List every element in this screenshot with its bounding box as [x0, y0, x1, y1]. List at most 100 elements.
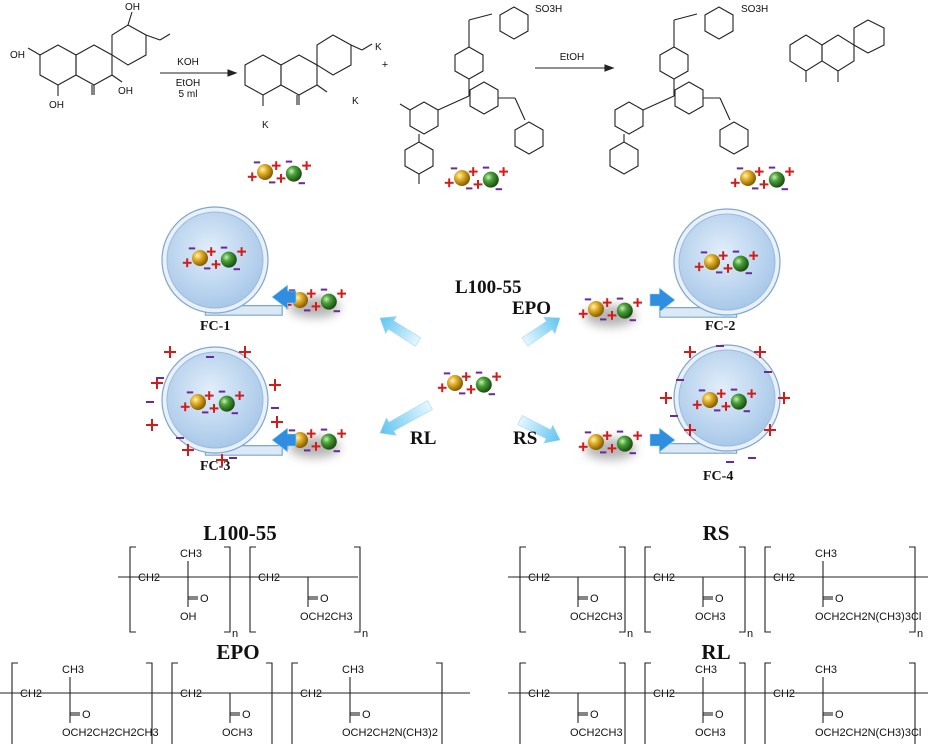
polymer-bracket: [739, 546, 746, 633]
polymer-bracket: [764, 546, 771, 633]
bubble-core: [166, 351, 264, 449]
dye-particle: [320, 293, 337, 310]
ch2-label: CH2: [528, 572, 550, 584]
polymer-bracket: [519, 546, 526, 633]
quercetin-particle: [740, 170, 756, 186]
so3h-label: SO3H: [535, 4, 562, 15]
dye-particle: [730, 393, 747, 410]
reagent-koh: KOH: [177, 57, 199, 68]
polymer-title-rs: RS: [703, 521, 730, 545]
k-label: K: [262, 120, 269, 131]
side-group-label: OCH3: [695, 611, 726, 623]
o-label: O: [200, 593, 209, 605]
flow-arrow: [271, 427, 297, 453]
o-label: O: [320, 593, 329, 605]
flow-arrow: [649, 287, 676, 313]
dye-particle: [285, 165, 302, 182]
side-group-label: OCH2CH2N(CH3)3Cl: [815, 611, 921, 623]
polymer-bracket: [249, 546, 256, 633]
n-subscript: n: [627, 628, 633, 640]
n-subscript: n: [917, 628, 923, 640]
polymer-bracket: [171, 662, 178, 749]
label-fc-1: FC-1: [200, 319, 230, 334]
quercetin-structure: [27, 11, 171, 96]
solvent-etoh-2: EtOH: [560, 52, 584, 63]
quercetin-particle: [588, 301, 604, 317]
polymer-bracket: [354, 546, 361, 633]
quercetin-particle: [192, 250, 208, 266]
label-epo: EPO: [512, 298, 551, 319]
ch3-label: CH3: [342, 664, 364, 676]
ch3-label: CH3: [62, 664, 84, 676]
ch2-label: CH2: [773, 688, 795, 700]
ch3-label: CH3: [815, 664, 837, 676]
o-label: O: [82, 709, 91, 721]
side-group-label: OCH2CH3: [300, 611, 353, 623]
flow-arrow: [379, 316, 422, 347]
dye-particle: [475, 376, 492, 393]
quercetin-particle: [702, 392, 718, 408]
o-label: O: [835, 593, 844, 605]
flow-arrow-body: [649, 427, 676, 453]
polymer-bracket: [129, 546, 136, 633]
solvent-etoh-1: EtOH: [176, 78, 200, 89]
o-label: O: [242, 709, 251, 721]
polymer-bracket: [619, 546, 626, 633]
nanoparticle-bubble: [659, 208, 781, 318]
ch3-label: CH3: [180, 548, 202, 560]
ch2-label: CH2: [138, 572, 160, 584]
flow-arrow: [271, 284, 297, 310]
o-label: O: [835, 709, 844, 721]
ch2-label: CH2: [773, 572, 795, 584]
bubble-core: [678, 213, 776, 311]
polymer-title-l100: L100-55: [203, 521, 277, 545]
ch2-label: CH2: [180, 688, 202, 700]
flow-arrow: [521, 316, 561, 347]
o-label: O: [715, 709, 724, 721]
side-group-label: OCH2CH2CH2CH3: [62, 727, 159, 739]
n-subscript: n: [232, 628, 238, 640]
oh-label: OH: [10, 50, 25, 61]
solvent-volume: 5 ml: [179, 89, 198, 100]
polymer-bracket: [11, 662, 18, 749]
o-label: O: [362, 709, 371, 721]
quercetin-particle: [257, 164, 273, 180]
label-fc-4: FC-4: [703, 469, 733, 484]
nanoparticle-bubble: [161, 346, 283, 456]
label-rl: RL: [410, 428, 436, 449]
flow-arrow-body: [379, 316, 422, 347]
k-label: K: [375, 42, 382, 53]
quercetin-particle: [447, 375, 463, 391]
schematic-layer: [146, 160, 794, 466]
flow-arrow-body: [521, 316, 561, 347]
flow-arrow-body: [649, 287, 676, 313]
plus-sign: +: [382, 59, 388, 71]
bubble-core: [678, 349, 776, 447]
so3h-label: SO3H: [741, 4, 768, 15]
ch2-label: CH2: [20, 688, 42, 700]
polymer-bracket: [764, 662, 771, 749]
side-group-label: OCH2CH3: [570, 611, 623, 623]
o-label: O: [715, 593, 724, 605]
ch2-label: CH2: [300, 688, 322, 700]
flow-arrow-body: [271, 284, 297, 310]
side-group-label: OCH2CH3: [570, 727, 623, 739]
polymer-bracket: [291, 662, 298, 749]
quercetin-particle: [190, 394, 206, 410]
dye-particle: [220, 251, 237, 268]
polymer-title-rl: RL: [701, 640, 730, 664]
label-l100-55: L100-55: [455, 277, 522, 298]
ch2-label: CH2: [653, 688, 675, 700]
quercetin-salt-structure: [244, 34, 373, 106]
label-fc-2: FC-2: [705, 319, 735, 334]
side-group-label: OCH3: [695, 727, 726, 739]
ch2-label: CH2: [528, 688, 550, 700]
dye-particle: [616, 435, 633, 452]
polymer-bracket: [224, 546, 231, 633]
dye-particle: [768, 171, 785, 188]
k-label: K: [352, 96, 359, 107]
quercetin-particle: [704, 254, 720, 270]
n-subscript: n: [747, 628, 753, 640]
dye-particle: [320, 433, 337, 450]
